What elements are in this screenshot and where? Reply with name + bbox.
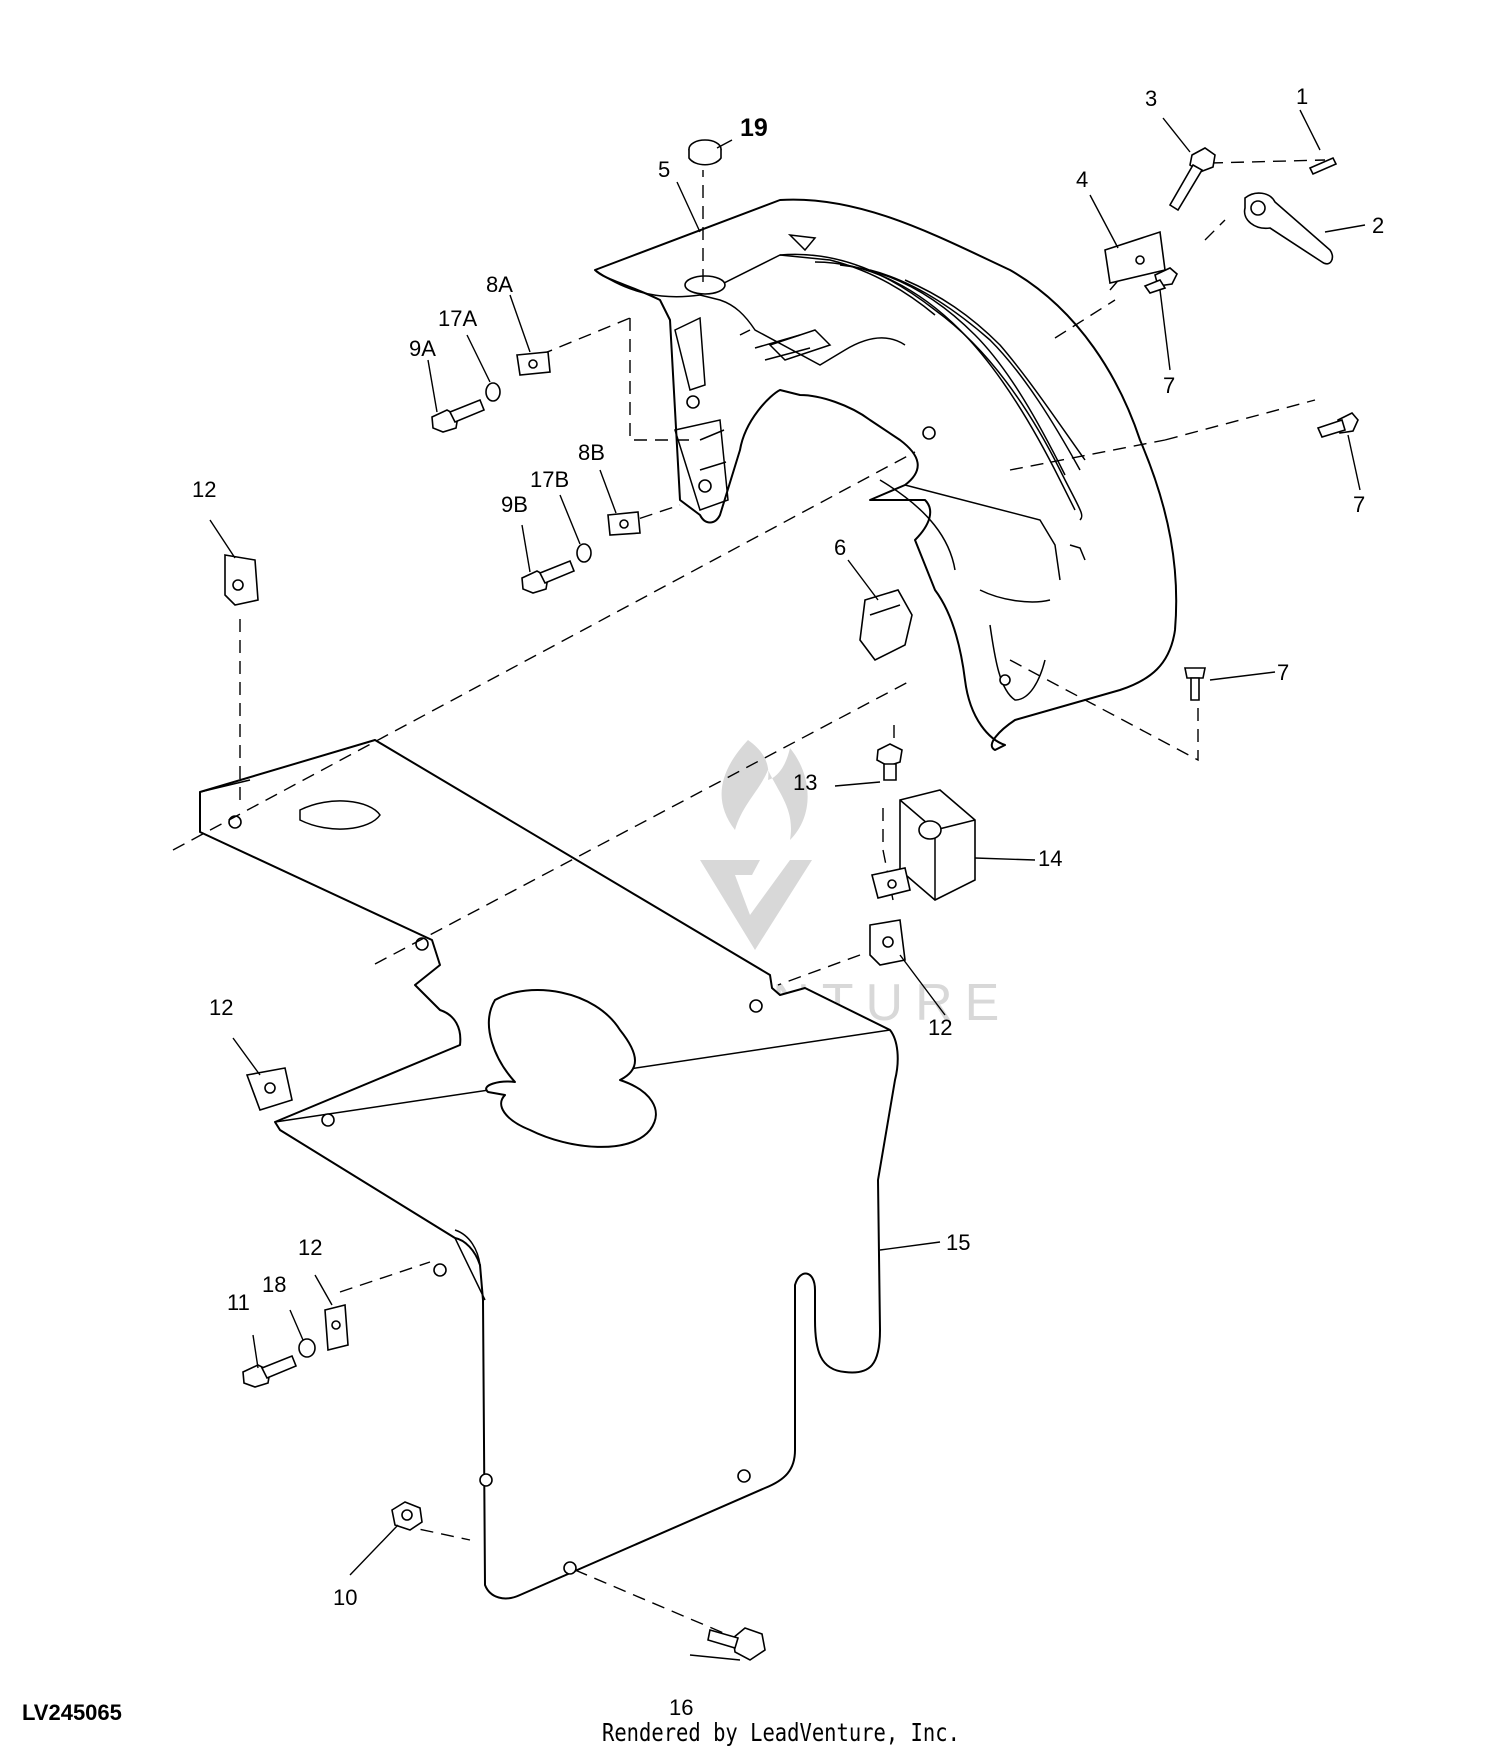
callout-19: 19 (740, 114, 768, 142)
callout-13: 13 (793, 770, 817, 795)
block-6 (859, 589, 913, 662)
callout-9b: 9B (501, 492, 528, 517)
bolt-13 (876, 743, 903, 781)
washer-17a (485, 382, 501, 402)
bolt-3 (1168, 147, 1216, 212)
callout-15: 15 (946, 1230, 970, 1255)
washer-18 (298, 1338, 316, 1358)
callout-3: 3 (1145, 86, 1157, 111)
clip-12-top (224, 554, 259, 606)
callout-labels: 1 2 3 4 5 6 7 7 7 8A 8B 9A 9B 10 11 12 1… (192, 84, 1384, 1720)
callout-5: 5 (658, 157, 670, 182)
callout-12-low: 12 (298, 1235, 322, 1260)
switch-14 (871, 789, 976, 901)
drawing-id: LV245065 (22, 1700, 122, 1725)
callout-7-lower: 7 (1277, 660, 1289, 685)
lever-2 (1243, 192, 1334, 265)
bolt-7-upper (1143, 267, 1178, 294)
callout-17a: 17A (438, 306, 477, 331)
plug-19 (688, 139, 722, 166)
callout-6: 6 (834, 535, 846, 560)
callout-12-top: 12 (192, 477, 216, 502)
callout-11: 11 (227, 1290, 250, 1315)
callout-9a: 9A (409, 336, 436, 361)
callout-12-left: 12 (209, 995, 233, 1020)
lever-hub (1250, 200, 1266, 216)
callout-1: 1 (1296, 84, 1308, 109)
callout-8b: 8B (578, 440, 605, 465)
callout-7-upper: 7 (1163, 373, 1175, 398)
callout-12-mid: 12 (928, 1015, 952, 1040)
bolt-7-right (1316, 412, 1359, 438)
bolt-9a (431, 398, 486, 433)
callout-18: 18 (262, 1272, 286, 1297)
callout-17b: 17B (530, 467, 569, 492)
bolt-7-lower (1184, 667, 1206, 701)
bolt-9b (521, 559, 576, 594)
lower-mounting-plate (199, 739, 899, 1600)
leader-lines (209, 109, 1366, 1661)
callout-4: 4 (1076, 167, 1088, 192)
callout-14: 14 (1038, 846, 1062, 871)
callout-16: 16 (669, 1695, 693, 1720)
washer-17b (576, 543, 592, 563)
callout-8a: 8A (486, 272, 513, 297)
fender (594, 198, 1178, 751)
hardware (224, 139, 1359, 1661)
callout-2: 2 (1372, 213, 1384, 238)
bolt-11 (242, 1354, 298, 1388)
bolt-16 (707, 1627, 766, 1661)
pin-1 (1308, 156, 1338, 176)
callout-10: 10 (333, 1585, 357, 1610)
rendered-by-credit: Rendered by LeadVenture, Inc. (602, 1718, 960, 1747)
callout-7-right: 7 (1353, 492, 1365, 517)
nut-10 (391, 1501, 423, 1531)
